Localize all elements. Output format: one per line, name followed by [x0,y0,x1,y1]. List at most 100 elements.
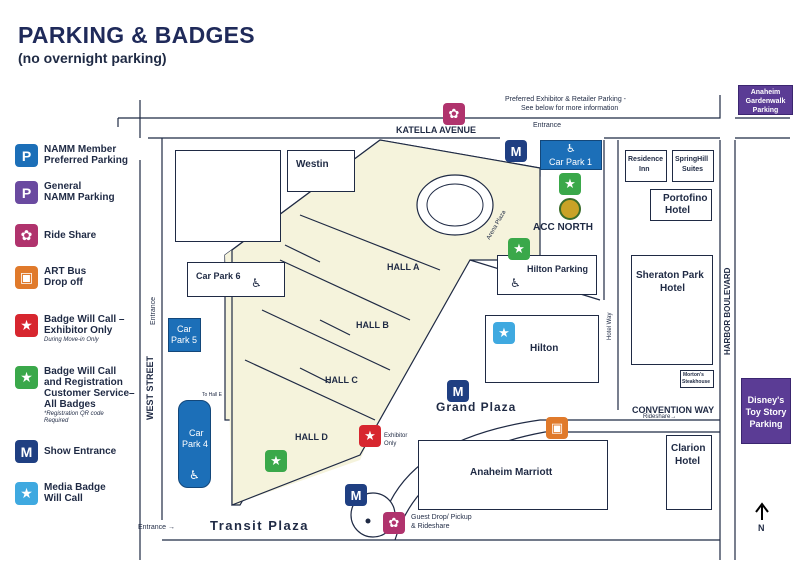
hilton-parking-label: Hilton Parking [527,264,589,274]
show-entrance-icon[interactable]: M [505,140,527,162]
entrance-label: Entrance [150,296,157,325]
accessible-icon: ♿ [189,468,200,482]
anaheim-gardenwalk-parking[interactable]: Anaheim Gardenwalk Parking [738,85,793,115]
star-icon: ★ [15,482,38,505]
marriott-label: Anaheim Marriott [470,467,553,478]
sheraton-building [631,255,713,365]
residence-inn-label: Inn [639,166,650,173]
accessible-icon: ♿ [566,143,576,155]
star-icon[interactable]: ★ [265,450,287,472]
preferred-parking-note: See below for more information [521,105,619,112]
bus-icon[interactable]: ▣ [546,417,568,439]
ride-share-icon[interactable]: ✿ [443,103,465,125]
clarion-label: Clarion [671,443,706,454]
car-park-6-label: Car Park 6 [196,271,241,281]
legend-label: and Registration [44,377,123,388]
accessible-icon: ♿ [251,276,262,290]
residence-inn-building [625,150,667,182]
hall-a-label: HALL A [387,262,420,272]
ride-share-icon[interactable]: ✿ [383,512,405,534]
clarion-label: Hotel [675,456,700,467]
clarion-building [666,435,712,510]
preferred-parking-note: Preferred Exhibitor & Retailer Parking - [505,96,626,103]
parking-icon: P [15,181,38,204]
legend-label: Preferred Parking [44,155,128,166]
car-park-4[interactable] [178,400,211,488]
gardenwalk-label: Gardenwalk [745,98,786,105]
star-icon[interactable]: ★ [493,322,515,344]
hall-c-label: HALL C [325,375,358,385]
accessible-icon: ♿ [510,276,521,290]
gardenwalk-label: Anaheim [750,89,781,96]
residence-inn-label: Residence [628,156,664,163]
transit-plaza-label: Transit Plaza [210,518,309,533]
portofino-label: Portofino [663,193,708,204]
rideshare-label: Rideshare→ [643,414,677,420]
parking-icon: P [15,144,38,167]
show-entrance-icon[interactable]: M [345,484,367,506]
acc-north-label: ACC NORTH [533,222,593,233]
exhibitor-only-label: Only [384,441,397,447]
car-park-5-label: Car [177,324,192,334]
car-park-1-label: Car Park 1 [549,157,593,167]
gardenwalk-label: Parking [752,107,779,114]
legend-label: Badge Will Call [44,366,117,377]
car-park-1[interactable] [540,140,602,170]
star-icon[interactable]: ★ [559,173,581,195]
guest-drop-label: Guest Drop/ Pickup [411,514,472,521]
legend-label: Media Badge [44,482,106,493]
building-block [175,150,281,242]
legend-label: Show Entrance [44,446,117,457]
disney-toy-story-parking[interactable]: Disney's Toy Story Parking [741,378,791,444]
springhill-label: SpringHill [675,156,709,163]
legend-label: General [44,181,82,192]
hall-d-label: HALL D [295,432,328,442]
disney-label: Disney's [747,395,785,405]
legend-label: ART Bus [44,266,87,277]
hotel-way-label: Hotel Way [607,312,613,340]
ride-share-icon: ✿ [15,224,38,247]
legend-label: All Badges [44,399,96,410]
legend-label: NAMM Parking [44,192,115,203]
entrance-label: Entrance → [138,524,175,531]
legend-label: Exhibitor Only [44,325,113,336]
mortons-label: Morton's [683,372,704,378]
portofino-building [650,189,712,221]
portofino-label: Hotel [665,205,690,216]
star-icon: ★ [15,314,38,337]
marriott-building [418,440,608,510]
disney-label: Parking [749,419,783,429]
mortons-building [680,370,714,388]
car-park-5[interactable] [168,318,201,352]
legend-note: During Move-in Only [44,337,99,343]
westin-building [287,150,355,192]
car-park-4-label: Car [189,428,204,438]
legend-item-ride-share: ✿ Ride Share [15,224,96,247]
hilton-parking-building [497,255,597,295]
legend-label: Will Call [44,493,83,504]
springhill-building [672,150,714,182]
sheraton-label: Hotel [660,283,685,294]
to-hall-e-label: To Hall E [202,392,223,398]
star-icon[interactable]: ★ [508,238,530,260]
disney-label: Toy Story [745,407,787,417]
legend-label: Drop off [44,277,83,288]
convention-way-label: CONVENTION WAY [632,405,715,415]
star-icon[interactable]: ★ [359,425,381,447]
grand-plaza-label: Grand Plaza [436,400,517,414]
show-entrance-icon: M [15,440,38,463]
legend-label: Ride Share [44,230,97,241]
page-subtitle: (no overnight parking) [18,50,167,66]
entrance-label: Entrance [533,122,562,129]
show-entrance-icon[interactable]: M [447,380,469,402]
harbor-boulevard-label: HARBOR BOULEVARD [723,267,732,355]
guest-drop-label: & Rideshare [411,523,450,530]
west-street-label: WEST STREET [145,355,155,420]
car-park-6-building [187,262,285,297]
